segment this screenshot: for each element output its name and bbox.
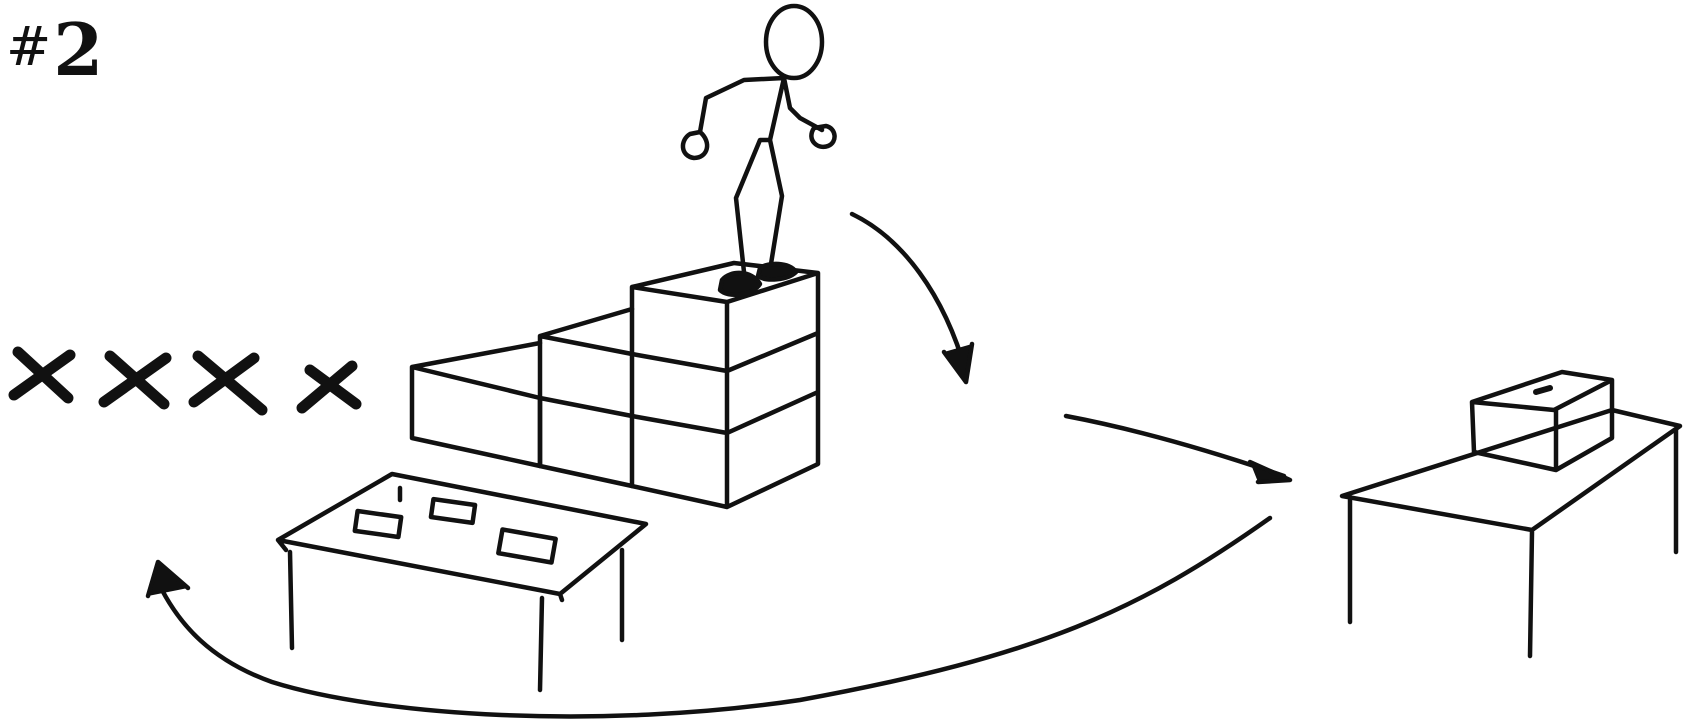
card-2: [431, 499, 475, 523]
figure-left-foot: [720, 273, 760, 295]
to-box-arrow: [1066, 416, 1290, 482]
figure-right-foot: [758, 264, 796, 280]
left-table-top: [278, 474, 646, 600]
step-one-block: [412, 343, 540, 466]
figure-body: [700, 78, 822, 272]
right-table-top: [1342, 410, 1680, 530]
box-slot: [1536, 388, 1550, 392]
jump-down-arrow: [852, 214, 972, 382]
right-table: [1342, 372, 1680, 656]
x-mark-3: [194, 356, 262, 410]
x-mark-2: [104, 356, 166, 404]
x-mark-4: [302, 366, 356, 408]
box-on-table: [1472, 372, 1612, 470]
figure-head: [766, 6, 822, 78]
figure-left-hand: [683, 132, 707, 158]
card-3: [498, 529, 555, 562]
cube-staircase: [412, 263, 818, 507]
card-1: [355, 511, 401, 537]
step-three-block: [632, 263, 818, 507]
stick-figure: [683, 6, 835, 295]
step-two-block: [540, 309, 632, 486]
left-table: [278, 474, 646, 690]
x-mark-1: [14, 352, 70, 398]
x-marks: [14, 352, 356, 410]
